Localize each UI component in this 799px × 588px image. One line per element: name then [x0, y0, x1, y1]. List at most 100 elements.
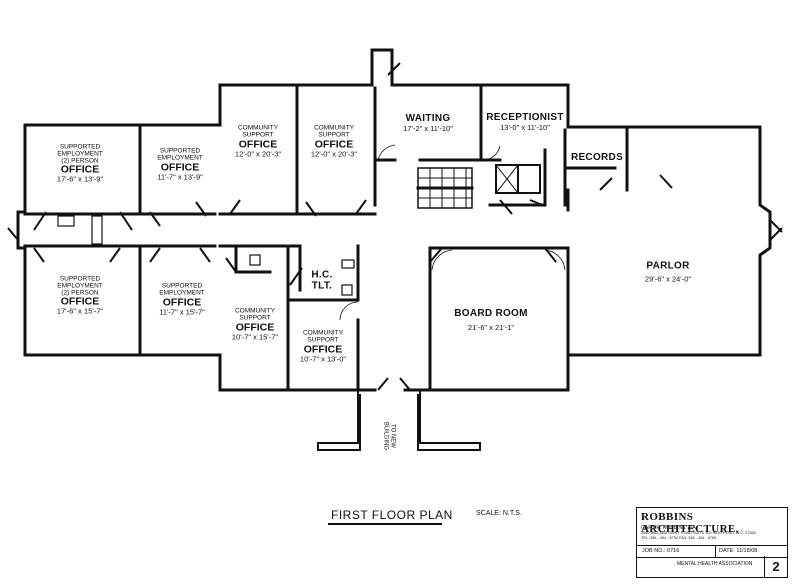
door-swing	[484, 145, 501, 161]
door-swing	[544, 249, 566, 271]
label-line: (2) PERSON	[61, 288, 99, 296]
note-line: BUILDING	[383, 421, 389, 451]
room-dimension: 17'-2" x 11'-10"	[403, 123, 453, 133]
door-leaf	[149, 211, 161, 227]
door-leaf	[195, 201, 207, 217]
door-leaf	[499, 199, 513, 215]
room-name: OFFICE	[235, 321, 275, 334]
room-dimension: 12'-0" x 20'-3"	[234, 149, 282, 159]
door-leaf	[119, 211, 133, 231]
exterior-wall-waiting	[390, 83, 632, 129]
sheet-number: 2	[772, 559, 780, 574]
door-leaf	[7, 227, 19, 241]
room-label-office-bl: SUPPORTED EMPLOYMENT (2) PERSON OFFICE 1…	[56, 275, 104, 316]
label-line: (2) PERSON	[61, 156, 99, 164]
client-name: MENTAL HEALTH ASSOCIATION	[677, 561, 753, 567]
divider	[715, 546, 716, 557]
architect-name: GARY R. ROBBINS, AIA	[641, 525, 696, 531]
room-dimension: 11'-7" x 13'-9"	[157, 172, 203, 182]
label-line: EMPLOYMENT	[57, 150, 103, 158]
room-dimension: 12'-0" x 20'-3"	[310, 149, 358, 159]
plan-title: FIRST FLOOR PLAN	[331, 508, 453, 522]
label-line: SUPPORTED	[59, 275, 101, 283]
door-leaf	[289, 267, 303, 286]
door-leaf	[399, 377, 411, 391]
room-name: OFFICE	[303, 343, 343, 356]
label-line: EMPLOYMENT	[57, 282, 103, 290]
door-leaf	[109, 247, 121, 263]
door-leaf	[33, 211, 47, 231]
room-label-records: RECORDS	[570, 151, 624, 164]
room-label-receptionist: RECEPTIONIST 13'-0" x 11'-10"	[486, 112, 564, 132]
room-dimension: 17'-6" x 13'-9"	[56, 174, 104, 184]
label-line: COMMUNITY	[302, 329, 344, 337]
room-label-parlor: PARLOR 29'-6" x 24'-0"	[645, 261, 691, 282]
label-line: SUPPORT	[242, 131, 274, 139]
room-name: OFFICE	[160, 161, 200, 174]
label-line: COMMUNITY	[234, 307, 276, 315]
title-block: ROBBINS ARCHITECTURE, GARY R. ROBBINS, A…	[636, 507, 788, 578]
room-dimension: 13'-0" x 11'-10"	[500, 122, 550, 132]
job-number: JOB NO.: 0716	[642, 548, 680, 554]
room-dimension: 21'-6" x 21'-1"	[467, 322, 515, 332]
note-line: TO NEW	[389, 424, 396, 448]
door-swing	[377, 144, 396, 161]
entry-walk-east	[417, 389, 481, 451]
label-line: EMPLOYMENT	[159, 289, 205, 297]
room-label-hc-tlt: H.C. TLT.	[311, 270, 333, 292]
door-leaf	[429, 247, 443, 263]
room-name: OFFICE	[238, 138, 278, 151]
door-leaf	[225, 257, 237, 273]
room-name: OFFICE	[60, 163, 100, 176]
restroom-core	[517, 164, 541, 194]
door-leaf	[387, 62, 401, 76]
door-leaf	[199, 247, 211, 263]
label-line: SUPPORTED	[159, 147, 201, 155]
restroom-fixture	[341, 284, 353, 296]
door-leaf	[305, 201, 317, 217]
label-line: EMPLOYMENT	[157, 154, 203, 162]
door-leaf	[599, 177, 613, 191]
room-label-office-bl2: SUPPORTED EMPLOYMENT OFFICE 11'-7" x 15'…	[159, 282, 205, 317]
label-line: SUPPORT	[307, 336, 339, 344]
entry-walk-west	[317, 389, 361, 451]
label-line: COMMUNITY	[237, 124, 279, 132]
firm-address: 2640 WILLARD DAIRY ROAD SUITE 102 HIGH P…	[641, 531, 756, 535]
label-line: TLT.	[311, 280, 333, 291]
room-label-board-room: BOARD ROOM 21'-6" x 21'-1"	[454, 307, 528, 332]
room-label-cs-bot1: COMMUNITY SUPPORT OFFICE 10'-7" x 15'-7"	[232, 307, 278, 342]
room-dimension: 10'-7" x 13'-0"	[299, 354, 347, 364]
door-swing	[431, 249, 453, 271]
label-line: SUPPORTED	[161, 282, 203, 290]
firm-name: ROBBINS ARCHITECTURE,	[641, 511, 739, 535]
room-label-cs-top2: COMMUNITY SUPPORT OFFICE 12'-0" x 20'-3"	[310, 125, 358, 159]
restroom-fixture	[341, 259, 355, 269]
room-name: BOARD ROOM	[454, 307, 528, 319]
restroom-fixture	[249, 254, 261, 266]
to-new-building-note: TO NEW BUILDING	[382, 421, 396, 451]
plan-scale: SCALE: N.T.S.	[476, 510, 522, 517]
restroom-fixture	[57, 215, 75, 227]
chimney	[370, 48, 394, 87]
door-leaf	[33, 247, 45, 263]
room-name: OFFICE	[314, 138, 354, 151]
door-leaf	[149, 247, 161, 263]
room-name: OFFICE	[60, 295, 100, 308]
room-name: OFFICE	[162, 296, 202, 309]
exterior-wall-central-north-top	[218, 83, 374, 127]
room-name: WAITING	[405, 112, 451, 124]
title-underline	[328, 523, 442, 525]
exterior-wall-west-wing	[16, 123, 222, 357]
door-leaf	[229, 199, 241, 215]
label-line: SUPPORT	[239, 314, 271, 322]
door-leaf	[769, 227, 783, 241]
door-leaf	[355, 199, 367, 215]
room-name: RECORDS	[570, 151, 624, 163]
room-label-office-tl2: SUPPORTED EMPLOYMENT OFFICE 11'-7" x 13'…	[157, 147, 203, 182]
room-name: PARLOR	[646, 260, 690, 272]
label-line: SUPPORT	[318, 131, 350, 139]
label-line: SUPPORTED	[59, 143, 101, 151]
drawing-date: DATE: 11/18/08	[719, 548, 758, 554]
room-dimension: 17'-6" x 15'-7"	[56, 306, 104, 316]
